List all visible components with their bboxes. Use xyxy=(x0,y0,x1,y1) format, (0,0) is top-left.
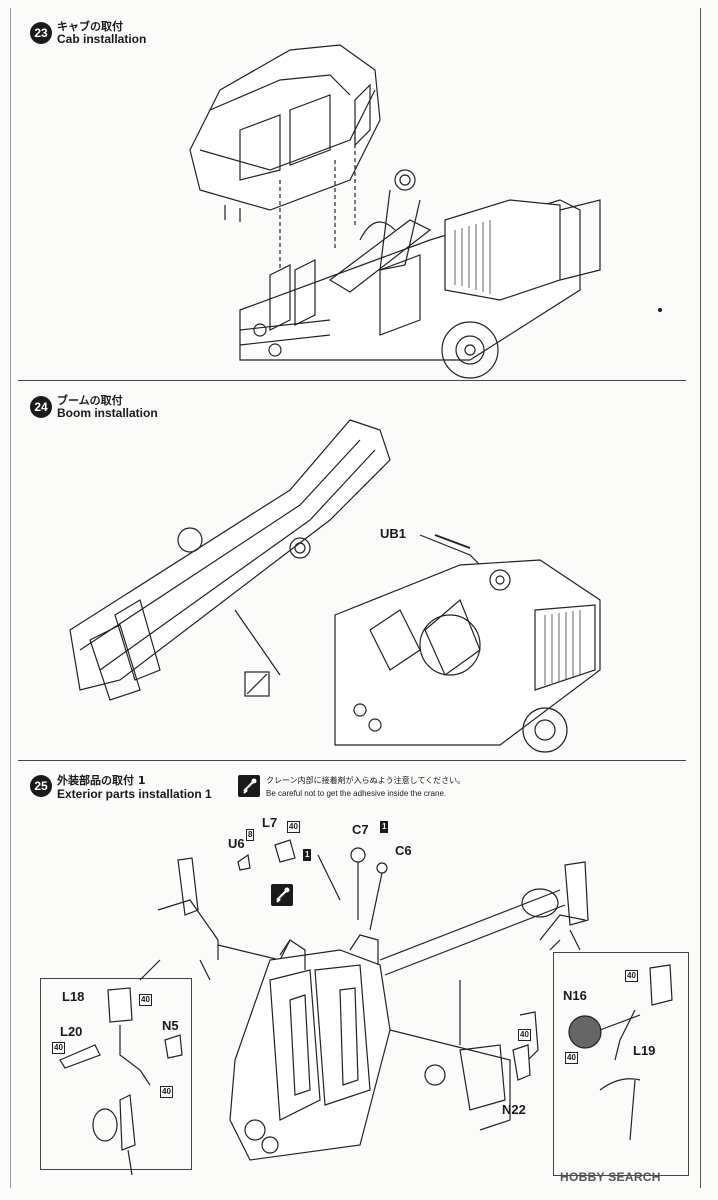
right-mirror-detail-box xyxy=(553,952,689,1176)
page-border-left xyxy=(10,8,11,1188)
part-label-l18: L18 xyxy=(62,989,85,1004)
step-25-title-en: Exterior parts installation 1 xyxy=(57,787,212,801)
step-25-badge: 25 xyxy=(30,775,52,797)
step-23-title-jp: キャブの取付 xyxy=(57,20,123,33)
cab-installation-diagram xyxy=(189,44,663,379)
part-label-n22: N22 xyxy=(502,1102,526,1117)
step-24-title-jp: ブームの取付 xyxy=(57,394,123,407)
part-marker-c7: 1 xyxy=(380,821,389,833)
part-qty-n5: 40 xyxy=(160,1086,173,1098)
part-qty-l7: 40 xyxy=(287,821,300,833)
part-label-ub1: UB1 xyxy=(380,526,407,541)
step-24-badge: 24 xyxy=(30,396,52,418)
part-label-l19: L19 xyxy=(633,1043,656,1058)
step-divider-23-24 xyxy=(18,380,686,381)
glue-icon xyxy=(238,775,260,797)
part-qty-l19: 40 xyxy=(625,970,638,982)
step-23-title-en: Cab installation xyxy=(57,32,147,46)
step-25-title-jp: 外装部品の取付 1 xyxy=(57,774,146,787)
part-label-u6: U6 xyxy=(228,836,245,851)
page-border-right xyxy=(700,8,701,1188)
part-label-l7: L7 xyxy=(262,815,278,830)
part-qty-l18: 40 xyxy=(139,994,152,1006)
boom-installation-diagram xyxy=(69,419,601,753)
part-qty-u6: 8 xyxy=(246,829,255,841)
part-label-l20: L20 xyxy=(60,1024,83,1039)
part-marker-u6: 1 xyxy=(303,849,312,861)
part-qty-n22: 40 xyxy=(518,1029,531,1041)
glue-point-icon xyxy=(271,884,293,906)
part-label-n5: N5 xyxy=(162,1018,179,1033)
left-mirror-detail-box xyxy=(40,978,192,1170)
adhesive-note-en: Be careful not to get the adhesive insid… xyxy=(266,789,447,798)
exterior-parts-diagram xyxy=(59,839,673,1176)
part-label-c6: C6 xyxy=(395,843,412,858)
part-qty-n16: 40 xyxy=(565,1052,578,1064)
part-label-c7: C7 xyxy=(352,822,369,837)
part-label-n16: N16 xyxy=(563,988,587,1003)
hobby-search-watermark: HOBBY SEARCH xyxy=(560,1170,661,1184)
step-divider-24-25 xyxy=(18,760,686,761)
step-23-badge: 23 xyxy=(30,22,52,44)
step-24-title-en: Boom installation xyxy=(57,406,158,420)
part-qty-l20: 40 xyxy=(52,1042,65,1054)
adhesive-note-jp: クレーン内部に接着剤が入らぬよう注意してください。 xyxy=(266,776,466,785)
